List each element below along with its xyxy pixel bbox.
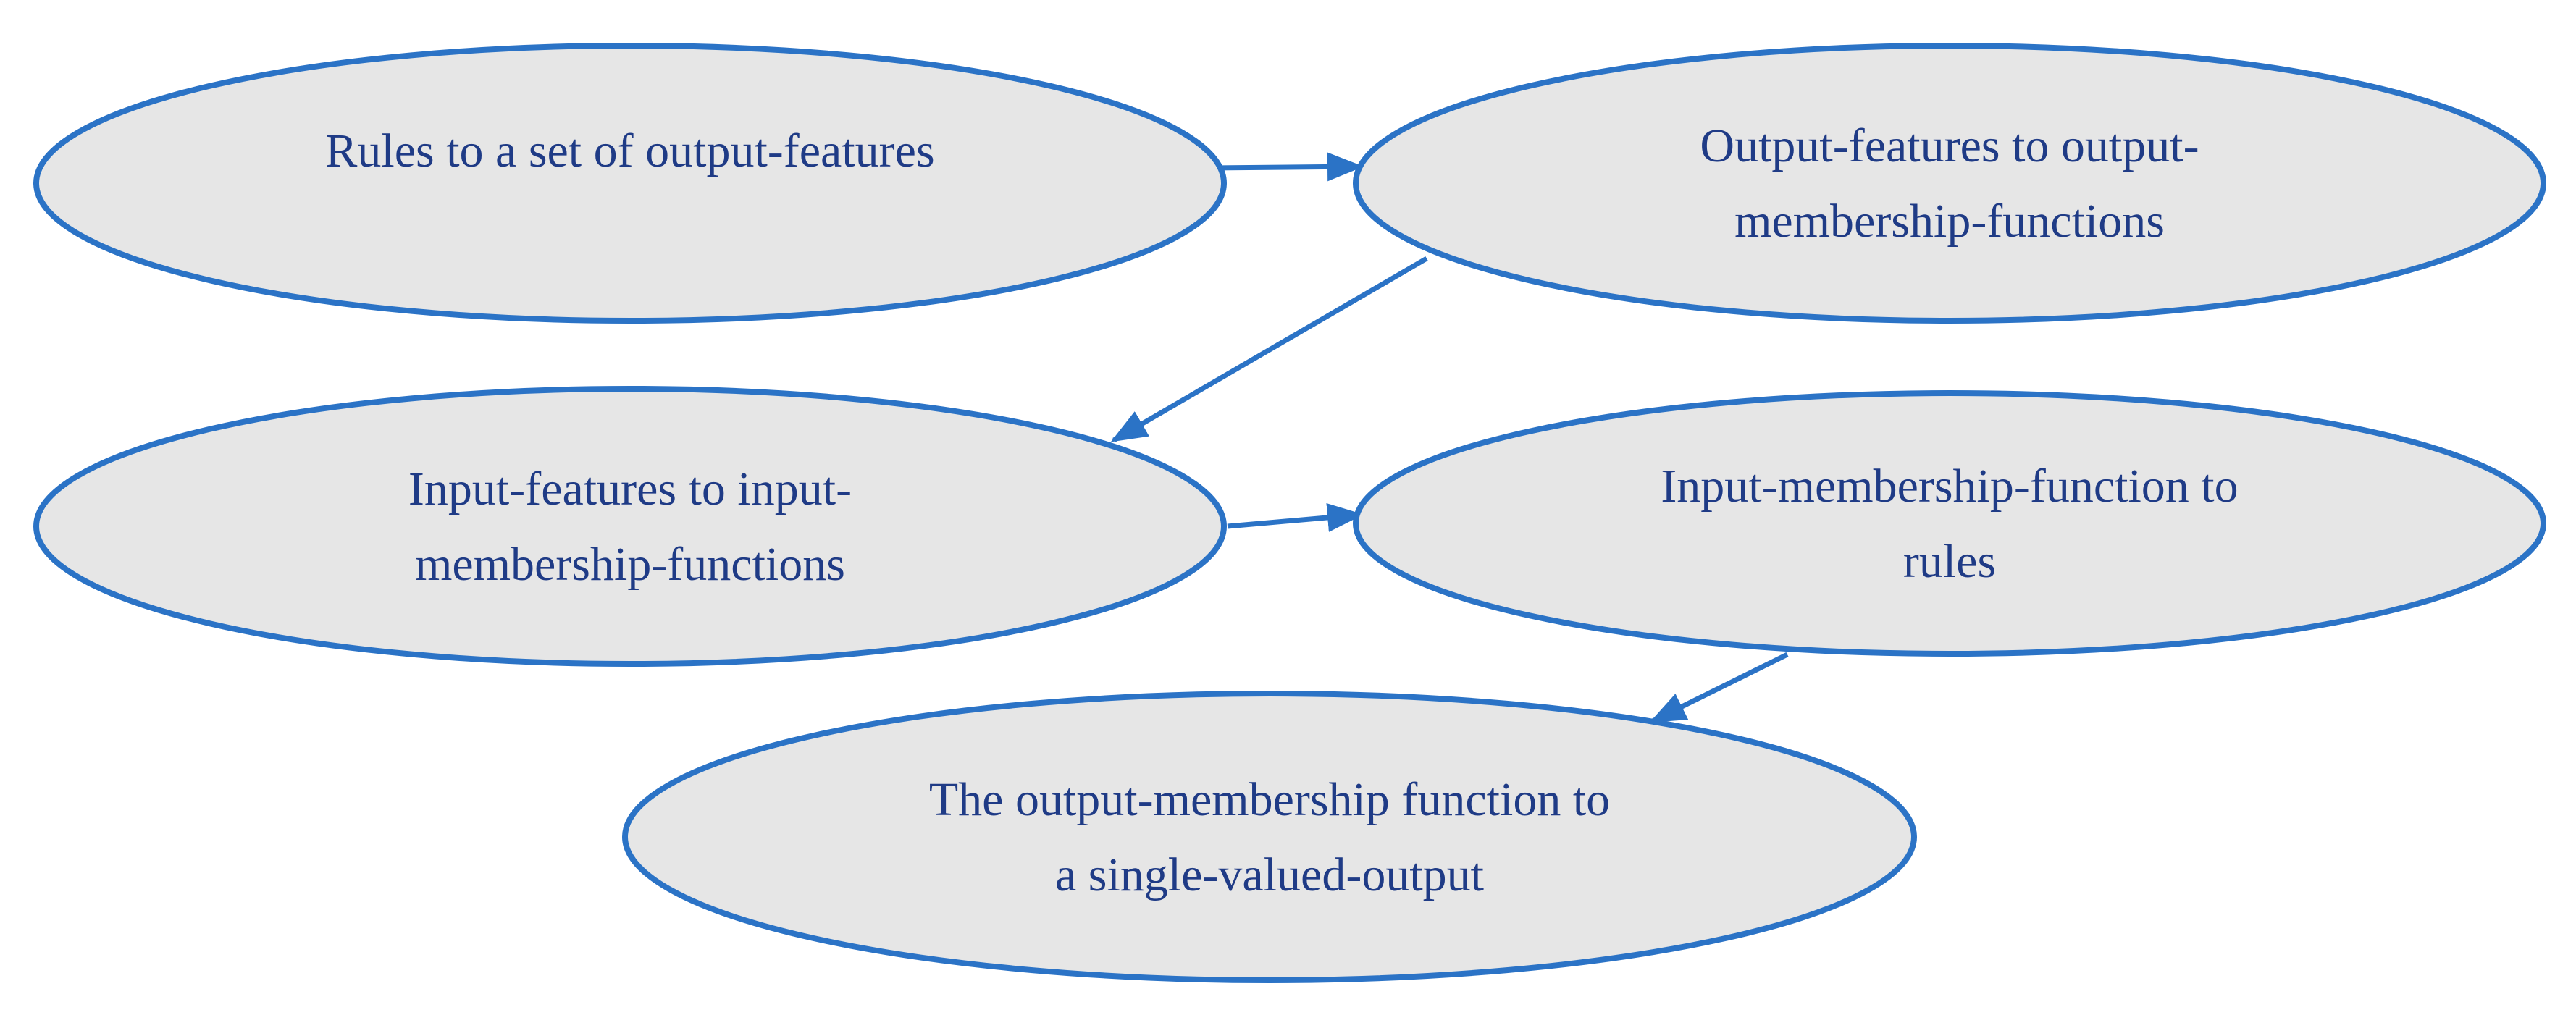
node-label-line: rules bbox=[1903, 535, 1996, 588]
node-ellipse bbox=[33, 386, 1227, 667]
arrow-output-features-to-output-mf-to-input-features-to-input-mf bbox=[1110, 256, 1428, 443]
node-ellipse bbox=[33, 43, 1227, 324]
node-input-features-to-input-mf: Input-features to input-membership-funct… bbox=[33, 386, 1227, 667]
node-label-line: Output-features to output- bbox=[1700, 119, 2199, 172]
node-output-features-to-output-mf: Output-features to output-membership-fun… bbox=[1353, 43, 2546, 324]
node-rules-to-output-features: Rules to a set of output-features bbox=[33, 43, 1227, 324]
node-label-line: Rules to a set of output-features bbox=[325, 125, 934, 177]
node-ellipse bbox=[1353, 43, 2546, 324]
arrow-rules-to-output-features-to-output-features-to-output-mf bbox=[1209, 152, 1364, 182]
node-label-line: a single-valued-output bbox=[1055, 848, 1484, 901]
nodes: Rules to a set of output-features Output-… bbox=[33, 43, 2546, 983]
node-label-line: Input-features to input- bbox=[408, 463, 852, 515]
node-ellipse bbox=[1353, 390, 2546, 657]
node-ellipse bbox=[622, 691, 1917, 983]
node-label-line: The output-membership function to bbox=[929, 773, 1610, 826]
node-input-mf-to-rules: Input-membership-function to rules bbox=[1353, 390, 2546, 657]
edges bbox=[1110, 152, 1789, 724]
arrow-input-mf-to-rules-to-output-mf-to-single-output bbox=[1649, 652, 1789, 724]
node-label-line: membership-functions bbox=[415, 538, 845, 591]
node-label-line: membership-functions bbox=[1734, 195, 2165, 248]
node-output-mf-to-single-output: The output-membership function to a singl… bbox=[622, 691, 1917, 983]
node-label-line: Input-membership-function to bbox=[1661, 460, 2238, 513]
arrow-input-features-to-input-mf-to-input-mf-to-rules bbox=[1227, 502, 1364, 532]
